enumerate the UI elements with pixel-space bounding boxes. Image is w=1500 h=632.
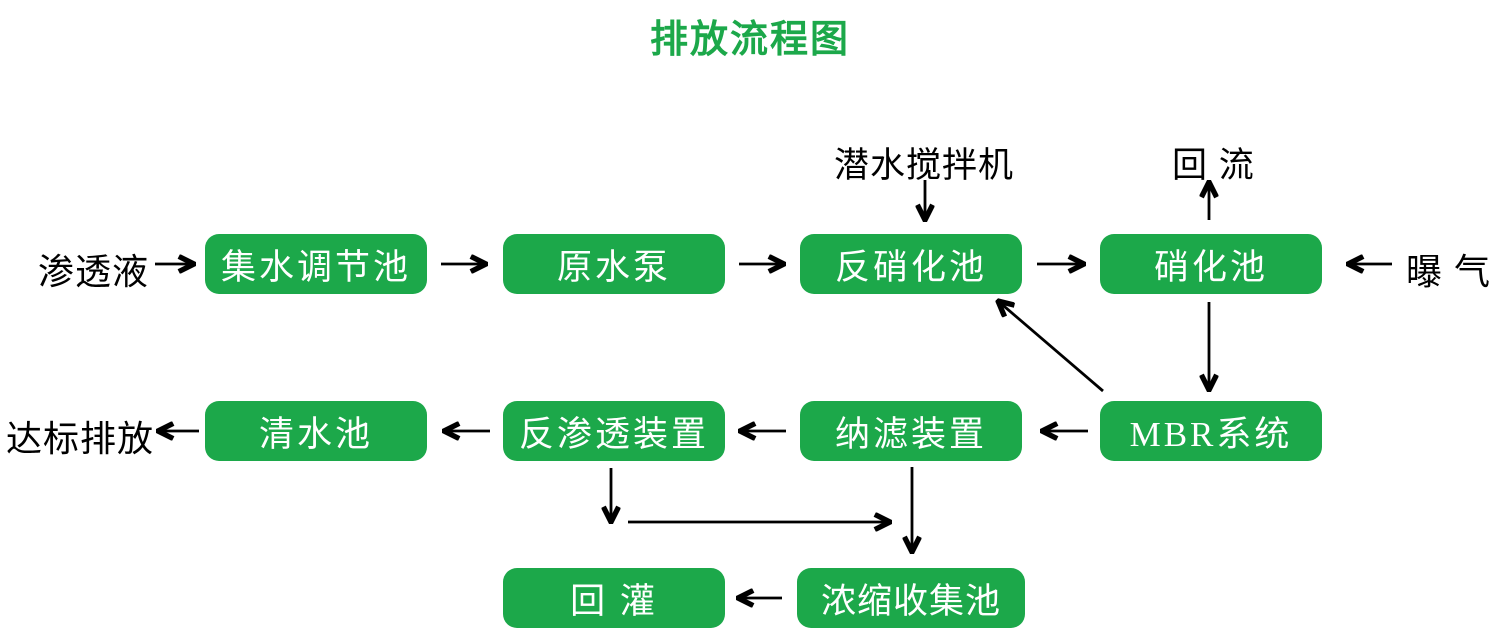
node-mbr-system: MBR系统 [1100,401,1322,461]
label-discharge: 达标排放 [6,418,155,459]
arrow-mbr-to-denitrification-return [998,301,1104,393]
node-reinjection: 回 灌 [503,568,725,628]
node-denitrification-tank: 反硝化池 [800,234,1022,294]
node-nanofiltration-unit: 纳滤装置 [800,401,1022,461]
label-submersible-mixer: 潜水搅拌机 [834,146,1015,185]
node-raw-water-pump: 原水泵 [503,234,725,294]
label-aeration: 曝 气 [1406,251,1492,292]
label-influent: 渗透液 [38,251,150,292]
node-clean-water-tank: 清水池 [205,401,427,461]
node-nitrification-tank: 硝化池 [1100,234,1322,294]
node-concentrate-collection-tank: 浓缩收集池 [797,568,1025,628]
node-collecting-tank: 集水调节池 [205,234,427,294]
node-reverse-osmosis-unit: 反渗透装置 [503,401,725,461]
diagram-title: 排放流程图 [649,19,850,61]
label-reflux: 回 流 [1172,146,1255,185]
